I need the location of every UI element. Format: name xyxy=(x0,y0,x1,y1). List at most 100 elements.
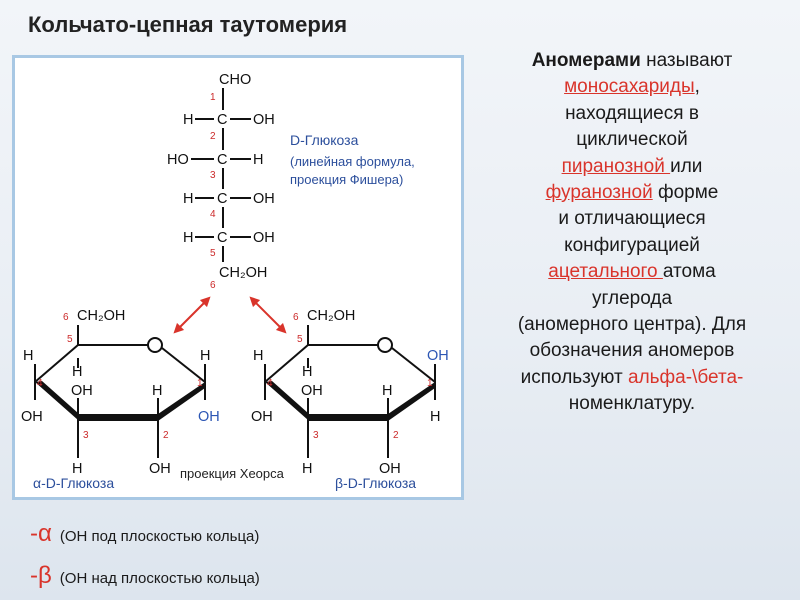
definition-fragment: , xyxy=(694,76,700,98)
alpha-c1-bottom: OH xyxy=(198,409,220,425)
haworth-projection-caption: проекция Хеорса xyxy=(180,466,285,481)
alpha-c5-h: H xyxy=(72,364,82,380)
fischer-r4-left: H xyxy=(183,230,193,246)
alpha-num-6: 6 xyxy=(63,312,69,323)
beta-num-5: 5 xyxy=(297,334,303,345)
beta-ring-bold-bond xyxy=(388,382,435,421)
beta-num-6: 6 xyxy=(293,312,299,323)
haworth-alpha: CH₂OH 6 H OH H OH H H OH H OH xyxy=(21,308,220,491)
definition-fragment: и отличающиеся xyxy=(558,208,706,230)
definition-fragment: форме xyxy=(652,182,719,204)
alpha-ring-oxygen xyxy=(147,337,163,353)
beta-c2-top: H xyxy=(382,383,392,399)
alpha-ring-bond xyxy=(161,347,206,383)
beta-c3-bottom: H xyxy=(302,461,312,477)
alpha-ring-bold-bond xyxy=(78,414,158,421)
definition-line: номенклатуру. xyxy=(470,391,794,417)
definition-fragment: находящиеся в xyxy=(565,102,699,124)
fischer-r3-left: H xyxy=(183,191,193,207)
beta-ring-bold-bond xyxy=(265,381,308,420)
alpha-ring-bold-bond xyxy=(35,381,78,420)
definition-line: находящиеся в xyxy=(470,101,794,127)
alpha-symbol: -α xyxy=(30,520,52,547)
equilibrium-arrow-left xyxy=(173,296,211,334)
definition-fragment: углерода xyxy=(591,287,673,309)
beta-caption: β-D-Глюкоза xyxy=(335,475,416,491)
beta-c4-bottom: OH xyxy=(251,409,273,425)
fischer-r3-right: OH xyxy=(253,191,275,207)
fischer-r1-right: OH xyxy=(253,112,275,128)
alpha-ring-bond xyxy=(34,344,79,383)
beta-c2-bottom: OH xyxy=(379,461,401,477)
beta-ring-bond xyxy=(391,347,436,383)
definition-fragment: моносахариды xyxy=(564,76,695,98)
fischer-r1-center: C xyxy=(217,112,227,128)
definition-fragment: ацетального xyxy=(548,261,663,283)
fischer-r4-right: OH xyxy=(253,230,275,246)
fischer-r1-left: H xyxy=(183,112,193,128)
definition-fragment: альфа-\бета- xyxy=(628,366,744,388)
definition-line: фуранозной форме xyxy=(470,180,794,206)
definition-line: и отличающиеся xyxy=(470,206,794,232)
definition-fragment: называют xyxy=(640,50,733,71)
fischer-caption-name: D-Глюкоза xyxy=(290,132,359,148)
alpha-c1-top: H xyxy=(200,348,210,364)
definition-line: циклической xyxy=(470,127,794,153)
slide-title: Кольчато-цепная таутомерия xyxy=(28,12,348,37)
fischer-r2-center: C xyxy=(217,152,227,168)
beta-c3-top: OH xyxy=(301,383,323,399)
fischer-ch2oh: CH₂OH xyxy=(219,265,267,281)
definition-line: моносахариды, xyxy=(470,74,794,100)
alpha-c2-top: H xyxy=(152,383,162,399)
definition-fragment: обозначения аномеров xyxy=(529,340,735,362)
fischer-r3-center: C xyxy=(217,191,227,207)
beta-num-4: 4 xyxy=(267,378,273,389)
beta-symbol: -β xyxy=(30,562,52,589)
definition-line: (аномерного центра). Для xyxy=(470,312,794,338)
definition-line: конфигурацией xyxy=(470,233,794,259)
beta-ring-bold-bond xyxy=(308,414,388,421)
fischer-r2-left: HO xyxy=(167,152,189,168)
definition-line: ацетального атома xyxy=(470,259,794,285)
haworth-beta: CH₂OH 6 H OH H OH H H OH OH H 5 4 xyxy=(251,308,449,491)
fischer-num-4: 4 xyxy=(210,209,216,220)
definition-fragment: или xyxy=(670,155,703,177)
alpha-ring-bold-bond xyxy=(158,382,205,421)
definition-fragment: конфигурацией xyxy=(564,234,700,256)
glucose-structures-svg: CHO H C OH HO C H H C OH H C OH xyxy=(21,72,449,491)
alpha-ch2oh: CH₂OH xyxy=(77,308,125,324)
beta-c5-h: H xyxy=(302,364,312,380)
alpha-num-1: 1 xyxy=(197,378,203,389)
definition-fragment: номенклатуру. xyxy=(568,393,696,415)
legend-alpha: -α (ОН под плоскостью кольца) xyxy=(30,520,259,548)
fischer-caption-line2: (линейная формула, xyxy=(290,154,415,169)
beta-description: (ОН над плоскостью кольца) xyxy=(59,570,260,587)
alpha-caption: α-D-Глюкоза xyxy=(33,475,114,491)
fischer-projection: CHO H C OH HO C H H C OH H C OH xyxy=(167,72,275,291)
alpha-c2-bottom: OH xyxy=(149,461,171,477)
fischer-num-2: 2 xyxy=(210,131,216,142)
fischer-num-1: 1 xyxy=(210,92,216,103)
beta-ch2oh: CH₂OH xyxy=(307,308,355,324)
beta-num-1: 1 xyxy=(427,378,433,389)
alpha-c3-top: OH xyxy=(71,383,93,399)
beta-c1-top: OH xyxy=(427,348,449,364)
fischer-r4-center: C xyxy=(217,230,227,246)
definition-fragment: фуранозной xyxy=(545,182,653,204)
alpha-num-5: 5 xyxy=(67,334,73,345)
definition-fragment: пиранозной xyxy=(561,155,671,177)
beta-c1-bottom: H xyxy=(430,409,440,425)
alpha-c4-top: H xyxy=(23,348,33,364)
definition-line: пиранозной или xyxy=(470,154,794,180)
alpha-c3-bottom: H xyxy=(72,461,82,477)
beta-c4-top: H xyxy=(253,348,263,364)
fischer-caption-line3: проекция Фишера) xyxy=(290,172,403,187)
fischer-num-6: 6 xyxy=(210,280,216,291)
alpha-num-2: 2 xyxy=(163,430,169,441)
beta-ring-bond xyxy=(264,344,309,383)
equilibrium-arrow-right xyxy=(249,296,287,334)
beta-ring-oxygen xyxy=(377,337,393,353)
alpha-description: (ОН под плоскостью кольца) xyxy=(59,528,260,545)
definition-line: обозначения аномеров xyxy=(470,338,794,364)
definition-line: углерода xyxy=(470,286,794,312)
